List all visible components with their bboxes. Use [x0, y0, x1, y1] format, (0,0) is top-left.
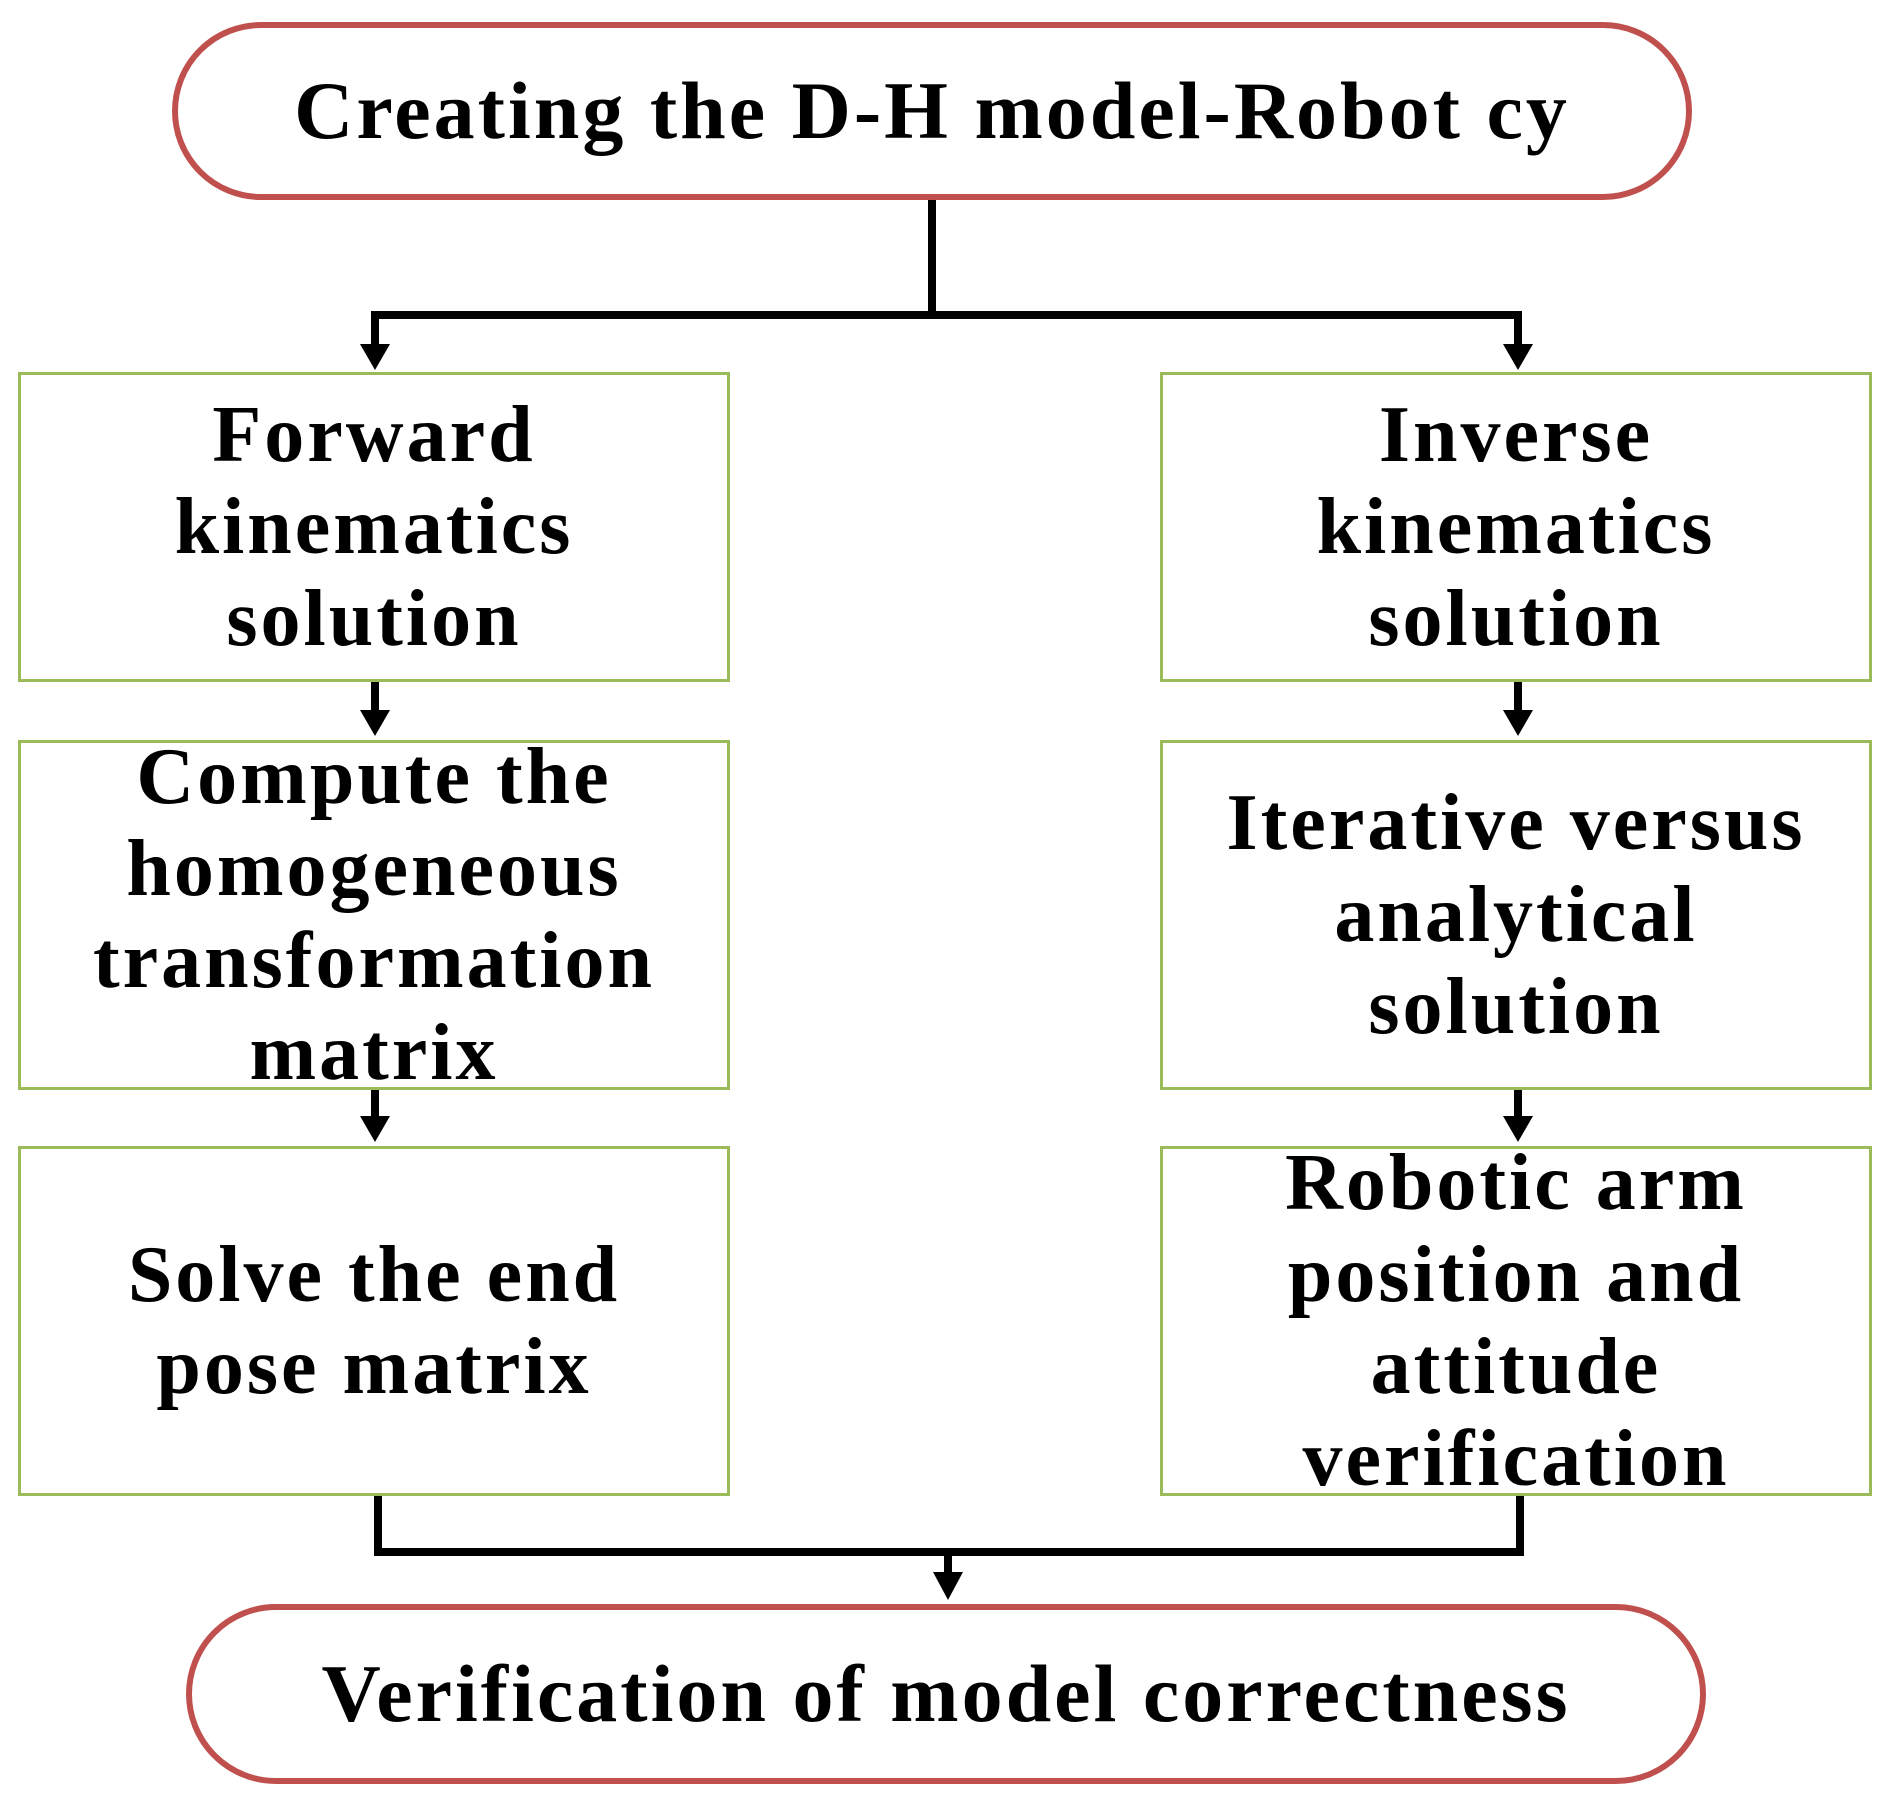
compute-matrix-line-4: matrix	[249, 1009, 499, 1097]
start-node: Creating the D-H model-Robot cy	[172, 22, 1692, 200]
forward-kinematics-line-3: solution	[226, 575, 522, 663]
arrowhead-to-forward	[360, 344, 390, 370]
arrowhead-to-end	[933, 1572, 963, 1600]
robotic-arm-line-3: attitude	[1370, 1323, 1662, 1411]
iterative-analytical-box: Iterative versus analytical solution	[1160, 740, 1872, 1090]
inverse-kinematics-line-2: kinematics	[1316, 483, 1716, 571]
compute-matrix-line-1: Compute the	[136, 733, 612, 821]
compute-matrix-box: Compute the homogeneous transformation m…	[18, 733, 730, 1097]
robotic-arm-line-2: position and	[1287, 1231, 1745, 1319]
arrowhead-to-inverse	[1503, 344, 1533, 370]
inverse-kinematics-line-3: solution	[1368, 575, 1664, 663]
end-node: Verification of model correctness	[186, 1604, 1706, 1784]
end-node-label: Verification of model correctness	[321, 1648, 1571, 1739]
arrowhead-to-solve	[360, 1116, 390, 1142]
arrowhead-to-iterative	[1503, 710, 1533, 736]
solve-pose-line-2: pose matrix	[156, 1323, 592, 1411]
iterative-analytical-line-1: Iterative versus	[1226, 779, 1806, 867]
robotic-arm-line-4: verification	[1302, 1415, 1730, 1503]
solve-pose-line-1: Solve the end	[127, 1231, 621, 1319]
robotic-arm-verification-box: Robotic arm position and attitude verifi…	[1160, 1139, 1872, 1503]
forward-kinematics-box: Forward kinematics solution	[18, 372, 730, 682]
arrowhead-to-compute	[360, 710, 390, 736]
inverse-kinematics-line-1: Inverse	[1378, 391, 1654, 479]
iterative-analytical-line-3: solution	[1368, 963, 1664, 1051]
compute-matrix-line-3: transformation	[93, 917, 655, 1005]
start-node-label: Creating the D-H model-Robot cy	[294, 65, 1570, 156]
inverse-kinematics-box: Inverse kinematics solution	[1160, 372, 1872, 682]
forward-kinematics-line-2: kinematics	[174, 483, 574, 571]
compute-matrix-line-2: homogeneous	[126, 825, 622, 913]
arrowhead-to-robotic	[1503, 1116, 1533, 1142]
robotic-arm-line-1: Robotic arm	[1285, 1139, 1747, 1227]
forward-kinematics-line-1: Forward	[212, 391, 536, 479]
solve-pose-box: Solve the end pose matrix	[18, 1146, 730, 1496]
iterative-analytical-line-2: analytical	[1334, 871, 1698, 959]
